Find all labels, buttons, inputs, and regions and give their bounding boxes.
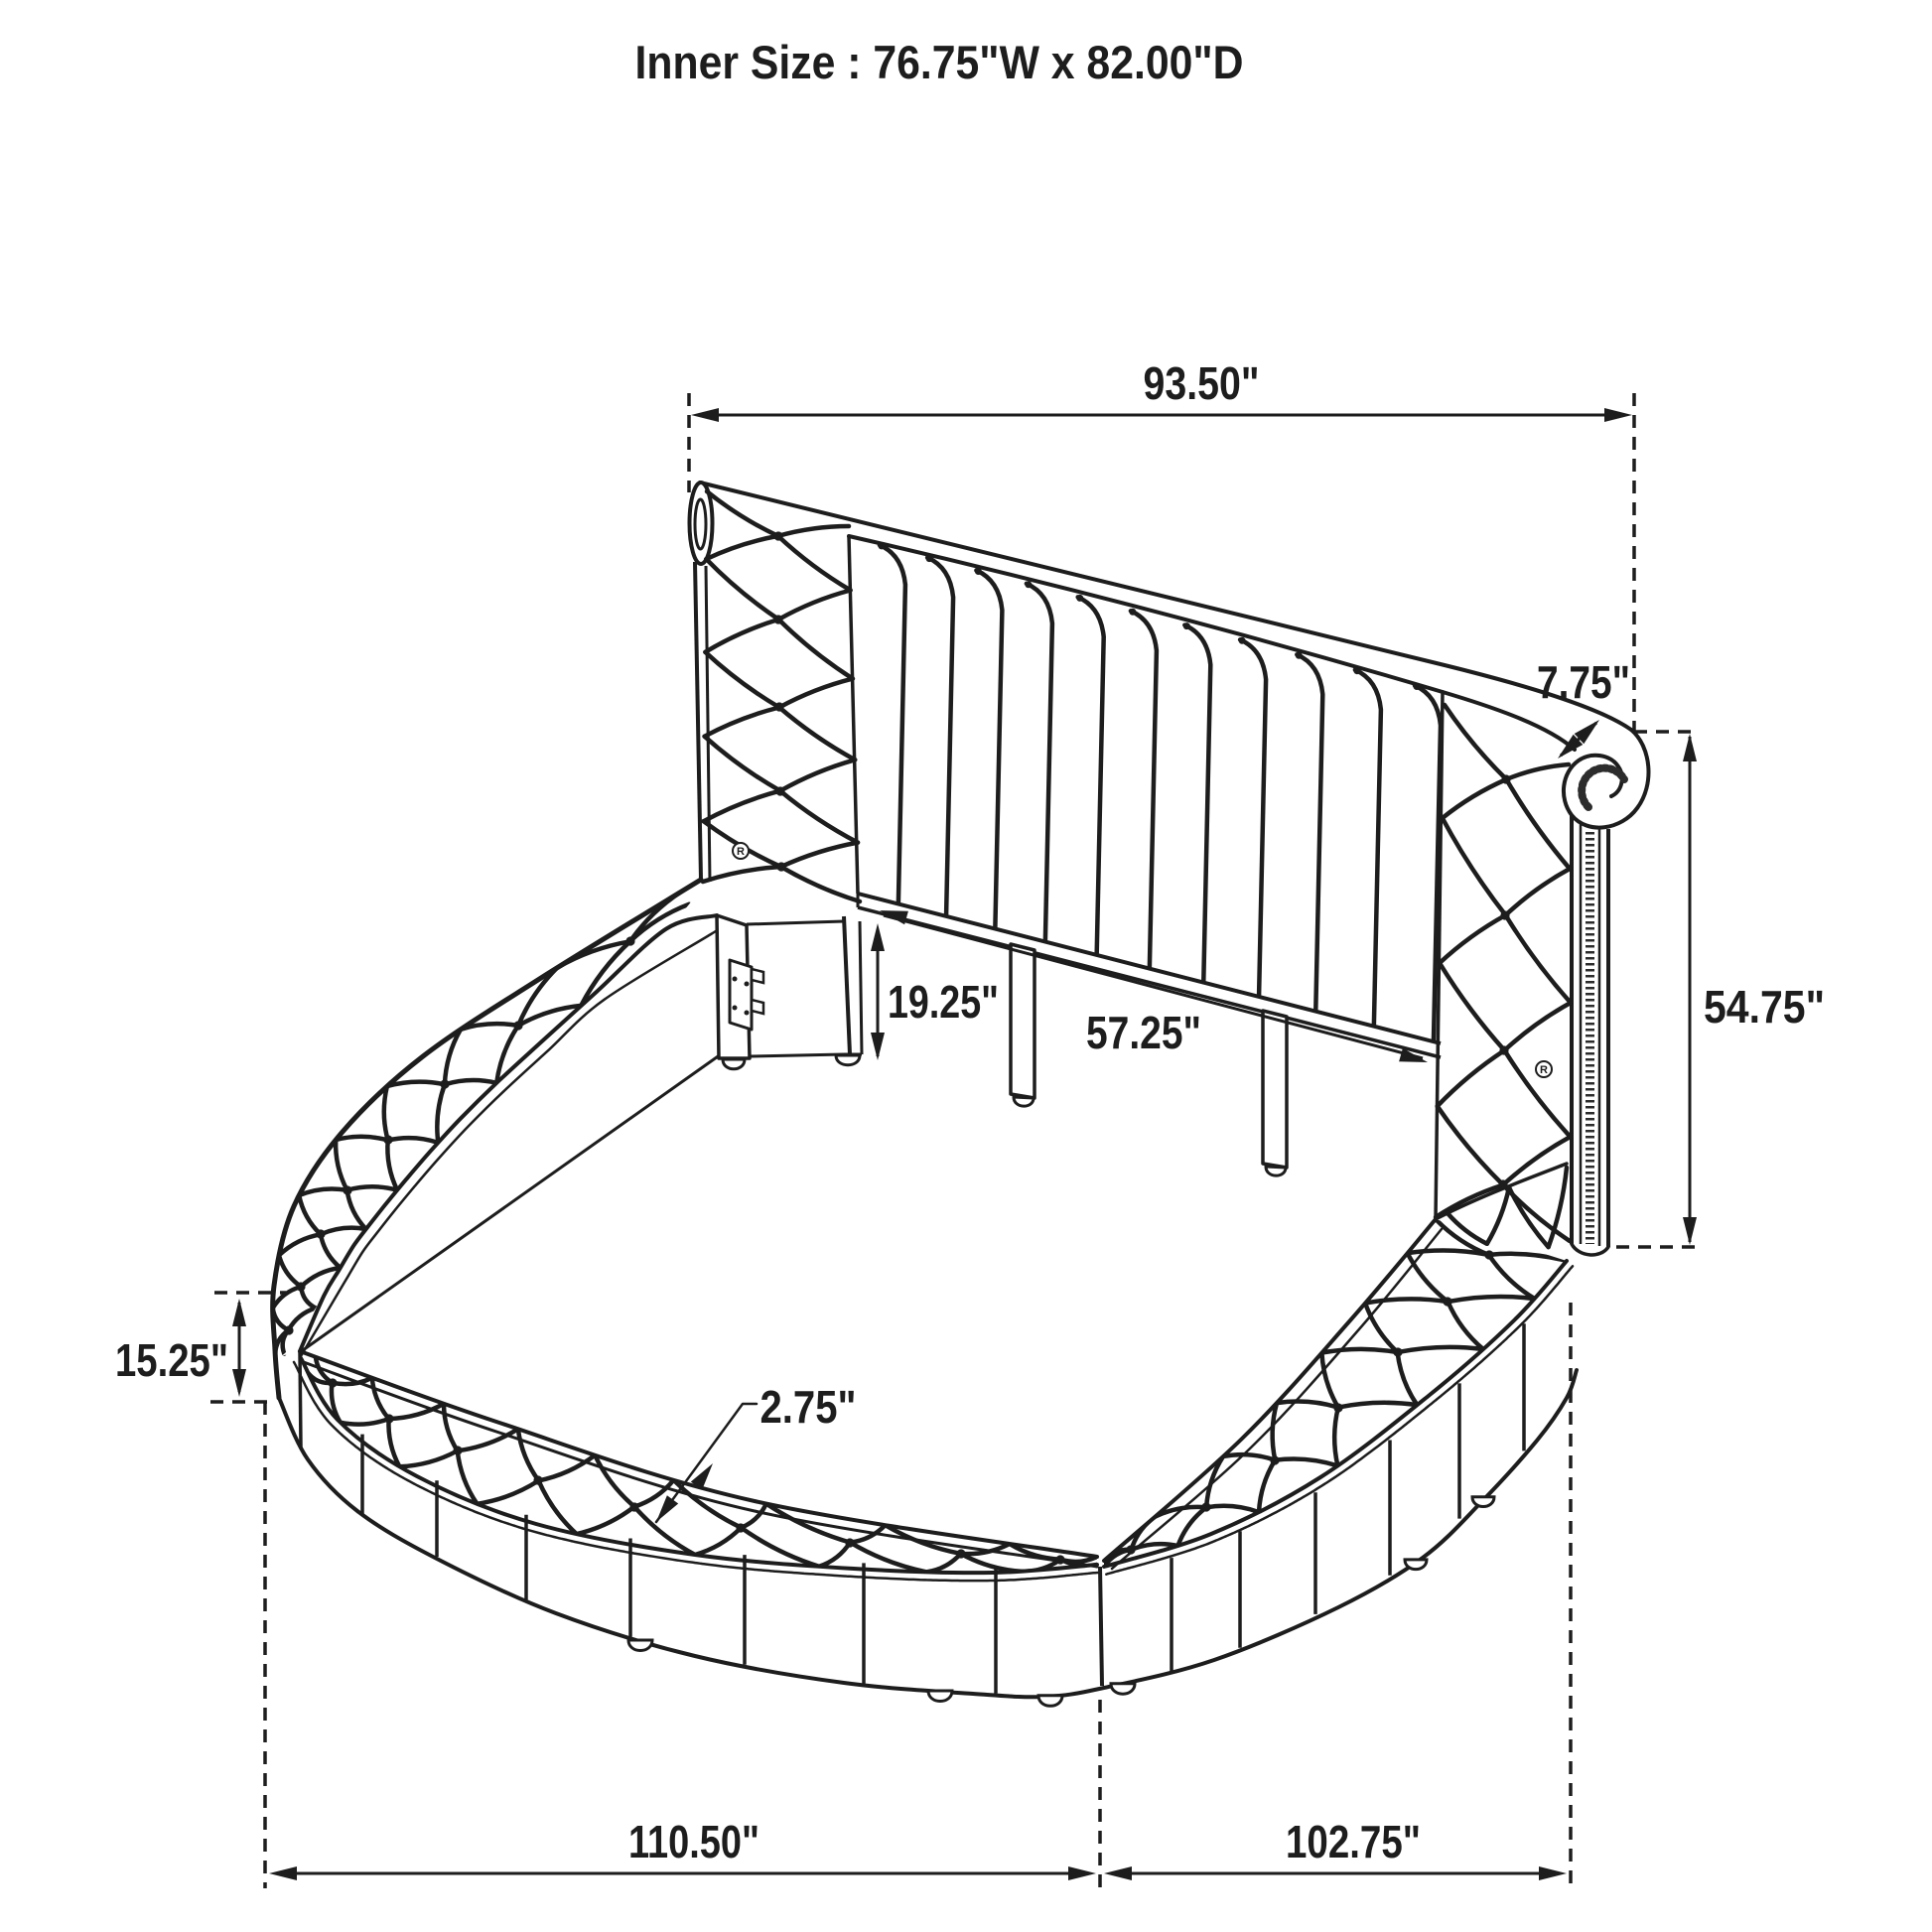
svg-text:15.25": 15.25" <box>115 1334 228 1386</box>
svg-text:R: R <box>1540 1064 1548 1076</box>
svg-text:54.75": 54.75" <box>1704 981 1825 1033</box>
svg-text:7.75": 7.75" <box>1537 656 1630 708</box>
svg-text:Inner Size : 76.75"W x 82.00"D: Inner Size : 76.75"W x 82.00"D <box>635 36 1244 88</box>
svg-text:110.50": 110.50" <box>628 1816 759 1867</box>
svg-text:R: R <box>737 846 745 858</box>
svg-text:2.75": 2.75" <box>760 1381 857 1433</box>
svg-text:19.25": 19.25" <box>888 976 999 1028</box>
svg-text:93.50": 93.50" <box>1144 357 1260 409</box>
svg-text:57.25": 57.25" <box>1086 1007 1201 1058</box>
svg-text:102.75": 102.75" <box>1286 1816 1421 1867</box>
